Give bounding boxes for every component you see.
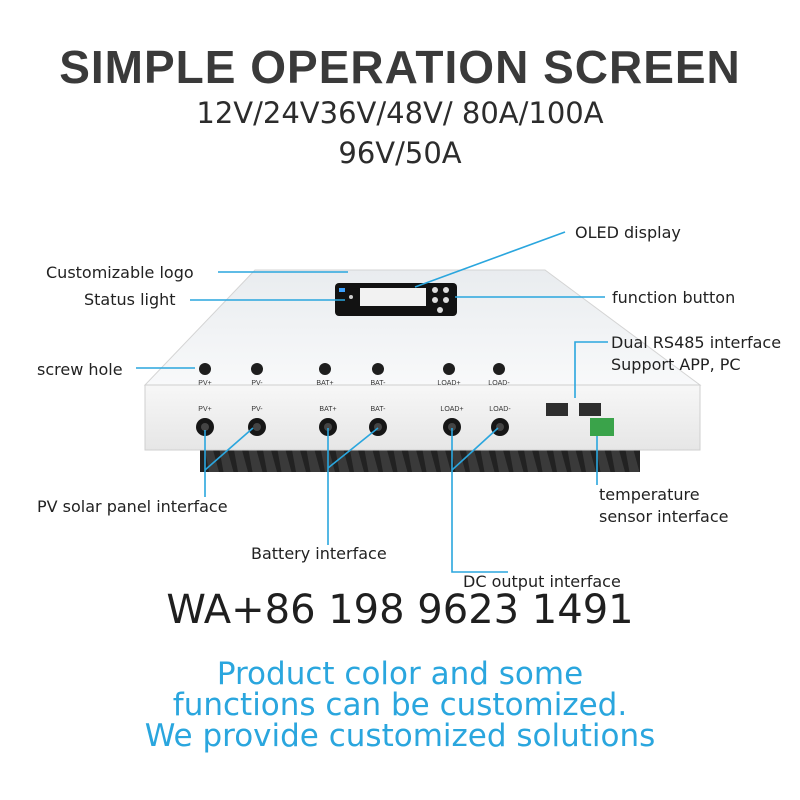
callout-rs485-support: Support APP, PC [611,355,741,374]
screw-hole-icon [493,363,505,375]
callout-oled: OLED display [575,223,681,242]
callout-logo: Customizable logo [46,263,194,282]
contact-number: WA+86 198 9623 1491 [166,587,634,633]
footer-line-1: Product color and some [216,656,584,692]
screw-hole-icon [251,363,263,375]
temp-sensor-port [590,418,614,436]
terminal-label-top: LOAD- [488,380,510,387]
rs485-port-2 [579,403,601,416]
callout-screw-hole: screw hole [37,360,123,379]
terminal-label: BAT+ [319,406,336,413]
screw-hole-icon [319,363,331,375]
callout-dc-output: DC output interface [463,572,621,591]
heatsink [200,448,640,472]
callout-temperature: temperature [599,485,700,504]
callout-battery: Battery interface [251,544,387,563]
terminal-label: PV+ [198,406,211,413]
terminal-label: BAT- [370,406,386,413]
callout-rs485: Dual RS485 interface [611,333,782,352]
footer-line-2: functions can be customized. [172,687,628,723]
voltage-spec: 12V/24V36V/48V/ 80A/100A [196,96,604,130]
terminal-label: LOAD- [489,406,511,413]
page-title: SIMPLE OPERATION SCREEN [59,41,741,93]
oled-screen [360,288,426,306]
terminal-label-top: BAT- [370,380,386,387]
callout-temperature-sensor: sensor interface [599,507,729,526]
front-panel [144,384,701,451]
terminal-label-top: BAT+ [316,380,333,387]
terminal-label: LOAD+ [440,406,463,413]
terminal-label-top: LOAD+ [437,380,460,387]
callout-function-button: function button [612,288,736,307]
terminal-label: PV- [251,406,263,413]
voltage-spec-2: 96V/50A [338,136,462,170]
footer-line-3: We provide customized solutions [144,718,656,754]
rs485-port-1 [546,403,568,416]
status-light [339,288,345,292]
terminal-label-top: PV- [251,380,263,387]
screw-hole-icon [372,363,384,375]
screw-hole-icon [199,363,211,375]
terminal-label-top: PV+ [198,380,211,387]
callout-status-light: Status light [84,290,176,309]
callout-pv: PV solar panel interface [37,497,228,516]
screw-hole-icon [443,363,455,375]
